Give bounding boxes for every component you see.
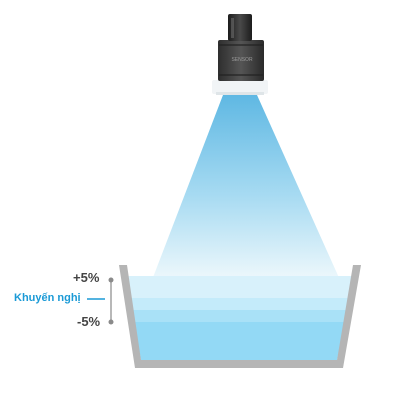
lower-tolerance-dot: [108, 319, 114, 325]
upper-tolerance-dot: [108, 277, 114, 283]
water-tolerance-band-lower: [132, 310, 347, 322]
water-body: [134, 322, 345, 360]
ultrasonic-sensor-icon: SENSOR: [218, 14, 264, 81]
recommended-level-label: Khuyến nghị: [14, 292, 81, 304]
water-tolerance-band-upper: [130, 298, 350, 310]
sensor-brand-mark: SENSOR: [231, 57, 253, 63]
sensor-flange-lip: [216, 92, 264, 95]
water-upper-area: [127, 276, 353, 298]
sensor-flange: [212, 80, 268, 94]
sensor-beam: [152, 95, 340, 280]
lower-tolerance-label: -5%: [77, 314, 101, 329]
upper-tolerance-label: +5%: [73, 270, 100, 285]
